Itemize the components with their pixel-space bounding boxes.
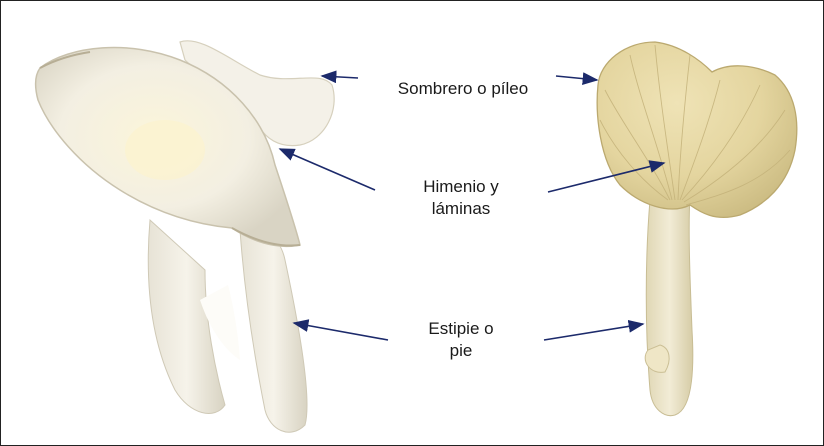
arrow-cap-left <box>322 76 358 78</box>
label-stipe-line2: pie <box>386 340 536 362</box>
label-hymenium-line1: Himenio y <box>386 176 536 198</box>
arrow-hymenium-left <box>280 149 375 190</box>
arrow-stipe-left <box>294 323 388 340</box>
arrow-cap-right <box>556 76 597 80</box>
label-hymenium: Himenio y láminas <box>386 176 536 220</box>
arrow-stipe-right <box>544 324 643 340</box>
label-stipe: Estipie o pie <box>386 318 536 362</box>
right-mushroom-illustration <box>597 42 797 416</box>
label-cap: Sombrero o píleo <box>376 78 550 100</box>
label-cap-text: Sombrero o píleo <box>376 78 550 100</box>
label-stipe-line1: Estipie o <box>386 318 536 340</box>
label-hymenium-line2: láminas <box>386 198 536 220</box>
left-mushroom-illustration <box>36 41 335 432</box>
